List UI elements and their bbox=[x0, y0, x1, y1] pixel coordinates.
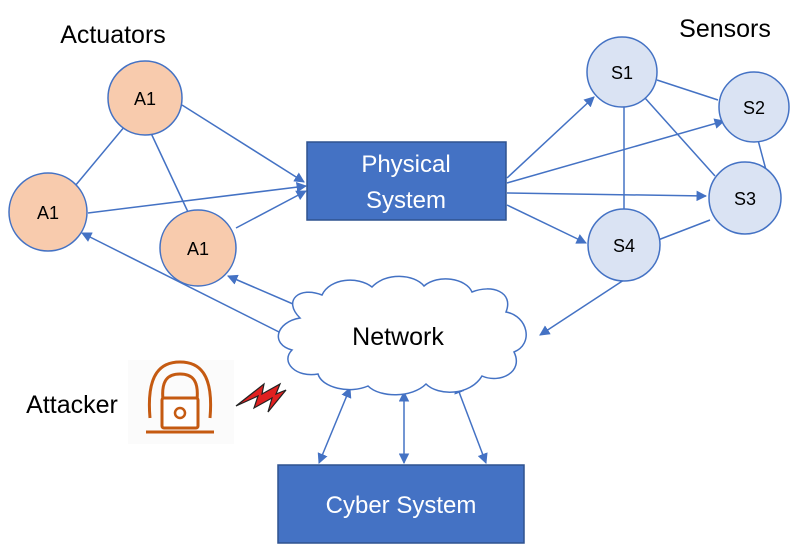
sensors-heading: Sensors bbox=[679, 15, 771, 43]
arrow-physical-s2 bbox=[506, 118, 726, 184]
sensor-circle bbox=[587, 208, 661, 282]
link-a1top-a1mid bbox=[149, 130, 189, 213]
arrow-network-a1mid bbox=[227, 274, 301, 308]
arrow-a1mid-physical bbox=[235, 190, 307, 229]
actuator-label: A1 bbox=[187, 239, 209, 259]
cyber-system-label: Cyber System bbox=[326, 492, 477, 519]
physical-system-line2: System bbox=[366, 187, 446, 214]
hooded-hacker-laptop-icon bbox=[128, 360, 234, 444]
arrows bbox=[81, 96, 726, 465]
network-cloud: Network bbox=[277, 275, 527, 396]
sensor-circle bbox=[718, 71, 790, 143]
actuator-label: A1 bbox=[37, 203, 59, 223]
actuator-node-a1-mid: A1 bbox=[159, 209, 237, 287]
actuator-links bbox=[74, 125, 189, 213]
link-s1-s2 bbox=[656, 79, 719, 101]
sensor-circle bbox=[708, 161, 782, 235]
physical-system-line1: Physical bbox=[361, 151, 450, 178]
link-s4-s3 bbox=[657, 219, 711, 241]
sensor-label: S1 bbox=[611, 63, 633, 83]
arrow-physical-s1 bbox=[506, 96, 595, 179]
network-label: Network bbox=[352, 323, 444, 351]
actuator-circle bbox=[8, 172, 88, 252]
cyber-system-box: Cyber System bbox=[277, 464, 525, 544]
sensor-node-s4: S4 bbox=[587, 208, 661, 282]
arrow-s4-network bbox=[539, 275, 631, 336]
physical-system-box: Physical System bbox=[306, 141, 507, 221]
sensor-node-s2: S2 bbox=[718, 71, 790, 143]
cyber-system-rect bbox=[277, 464, 525, 544]
arrow-network-cyber-1 bbox=[317, 387, 352, 464]
sensor-circle bbox=[586, 36, 658, 108]
arrow-network-cyber-3 bbox=[454, 383, 488, 464]
lightning-bolt-icon bbox=[235, 382, 287, 413]
attacker-heading: Attacker bbox=[26, 391, 118, 419]
actuator-label: A1 bbox=[134, 89, 156, 109]
arrow-network-a1left bbox=[81, 232, 286, 336]
sensor-label: S3 bbox=[734, 189, 756, 209]
link-a1top-a1left bbox=[74, 125, 126, 187]
sensor-node-s1: S1 bbox=[586, 36, 658, 108]
link-s1-s3 bbox=[644, 97, 716, 177]
sensor-links bbox=[623, 79, 767, 241]
arrow-physical-s3 bbox=[506, 190, 708, 202]
actuator-circle bbox=[159, 209, 237, 287]
sensor-label: S2 bbox=[743, 98, 765, 118]
actuators-heading: Actuators bbox=[60, 21, 166, 49]
network-cloud-shape bbox=[277, 275, 527, 396]
actuator-node-a1-left: A1 bbox=[8, 172, 88, 252]
sensor-node-s3: S3 bbox=[708, 161, 782, 235]
arrow-physical-s4 bbox=[506, 204, 587, 244]
actuator-node-a1-top: A1 bbox=[107, 60, 183, 136]
arrow-a1left-physical bbox=[87, 181, 308, 214]
sensor-label: S4 bbox=[613, 236, 635, 256]
arrow-a1top-physical bbox=[181, 104, 305, 183]
actuator-circle bbox=[107, 60, 183, 136]
physical-system-rect bbox=[306, 141, 507, 221]
link-s2-s3 bbox=[757, 139, 767, 171]
